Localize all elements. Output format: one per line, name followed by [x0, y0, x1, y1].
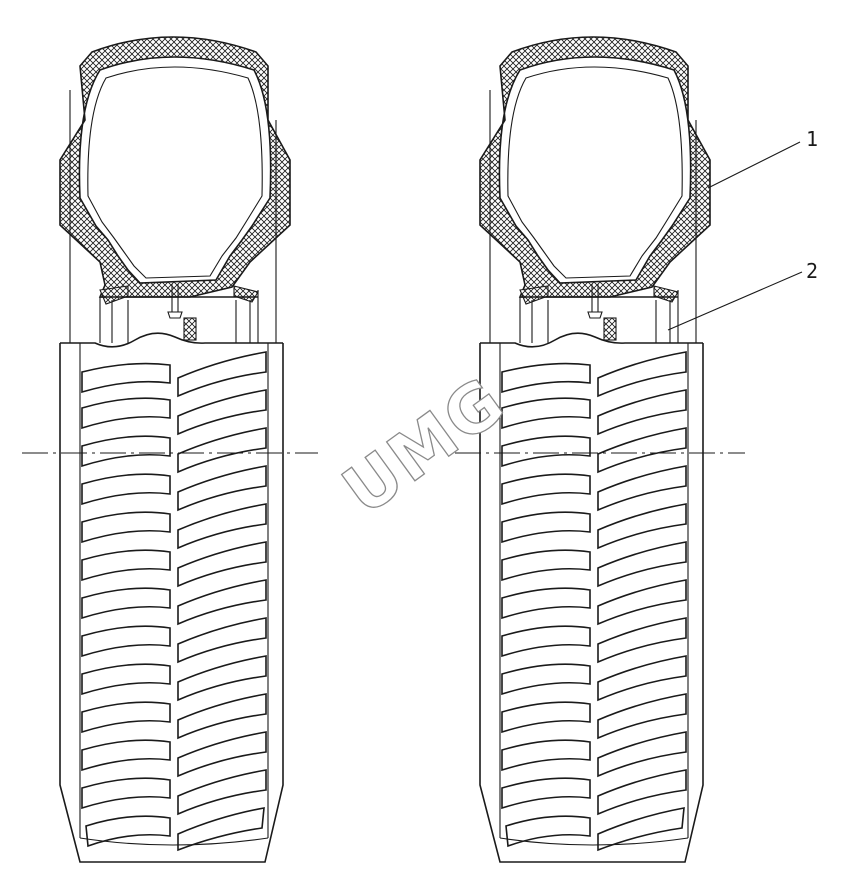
- watermark: UMG: [329, 362, 519, 530]
- left-tire-view: [59, 36, 291, 863]
- leader-line-2: [667, 271, 803, 331]
- leader-line-1: [707, 141, 801, 189]
- label-2: 2: [806, 259, 818, 283]
- right-tire-view: [479, 36, 711, 863]
- label-1: 1: [806, 127, 818, 151]
